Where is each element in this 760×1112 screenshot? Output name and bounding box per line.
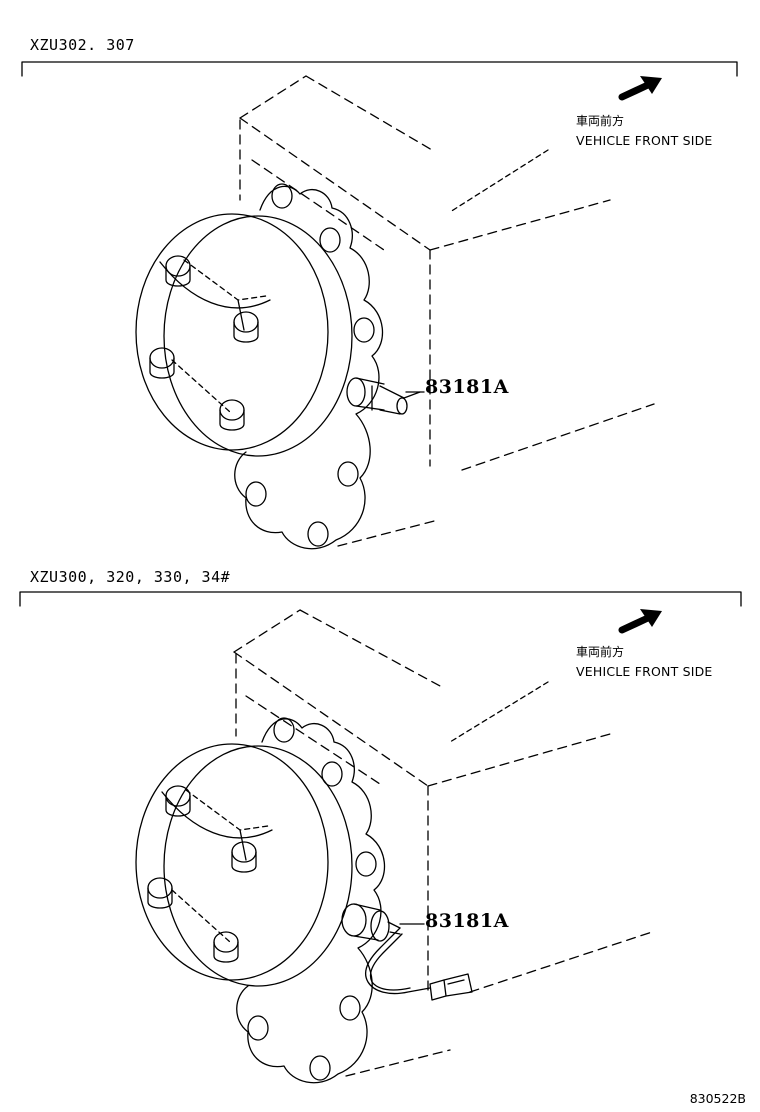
compressor-illustration	[21, 61, 738, 550]
part-83181a-illustration	[341, 903, 473, 1001]
compressor-clutch-disk	[135, 213, 353, 457]
engine-block	[233, 609, 653, 1077]
model-label: XZU300, 320, 330, 34#	[30, 568, 231, 586]
direction-label-en: VEHICLE FRONT SIDE	[576, 664, 713, 679]
front-direction-arrow-icon	[618, 609, 662, 634]
direction-leader	[449, 681, 549, 743]
figure-code: 830522B	[689, 1091, 746, 1106]
compressor-illustration	[19, 591, 742, 1084]
diagram-panel-bottom: XZU300, 320, 330, 34#	[0, 556, 760, 1096]
direction-label-jp: 車両前方	[576, 114, 625, 128]
diagram-panel-top: XZU302. 307	[21, 36, 738, 550]
model-label: XZU302. 307	[30, 36, 135, 54]
frame-bracket	[19, 591, 742, 607]
compressor-clutch-disk	[135, 743, 353, 987]
disk-studs	[149, 255, 259, 431]
part-number-label[interactable]: 83181A	[425, 910, 509, 932]
direction-label-jp: 車両前方	[576, 645, 625, 659]
sensor-wire	[365, 927, 431, 995]
frame-bracket	[21, 61, 738, 77]
direction-leader	[449, 149, 549, 213]
disk-studs	[147, 785, 257, 963]
flange-bolts	[247, 717, 377, 1081]
flange-bolts	[245, 183, 375, 547]
part-number-label[interactable]: 83181A	[425, 376, 509, 398]
compressor-flange	[236, 718, 386, 1084]
part-83181a-illustration	[346, 377, 421, 415]
engine-block	[239, 75, 655, 547]
compressor-flange	[234, 185, 384, 550]
direction-label-en: VEHICLE FRONT SIDE	[576, 133, 713, 148]
front-direction-arrow-icon	[618, 76, 662, 101]
